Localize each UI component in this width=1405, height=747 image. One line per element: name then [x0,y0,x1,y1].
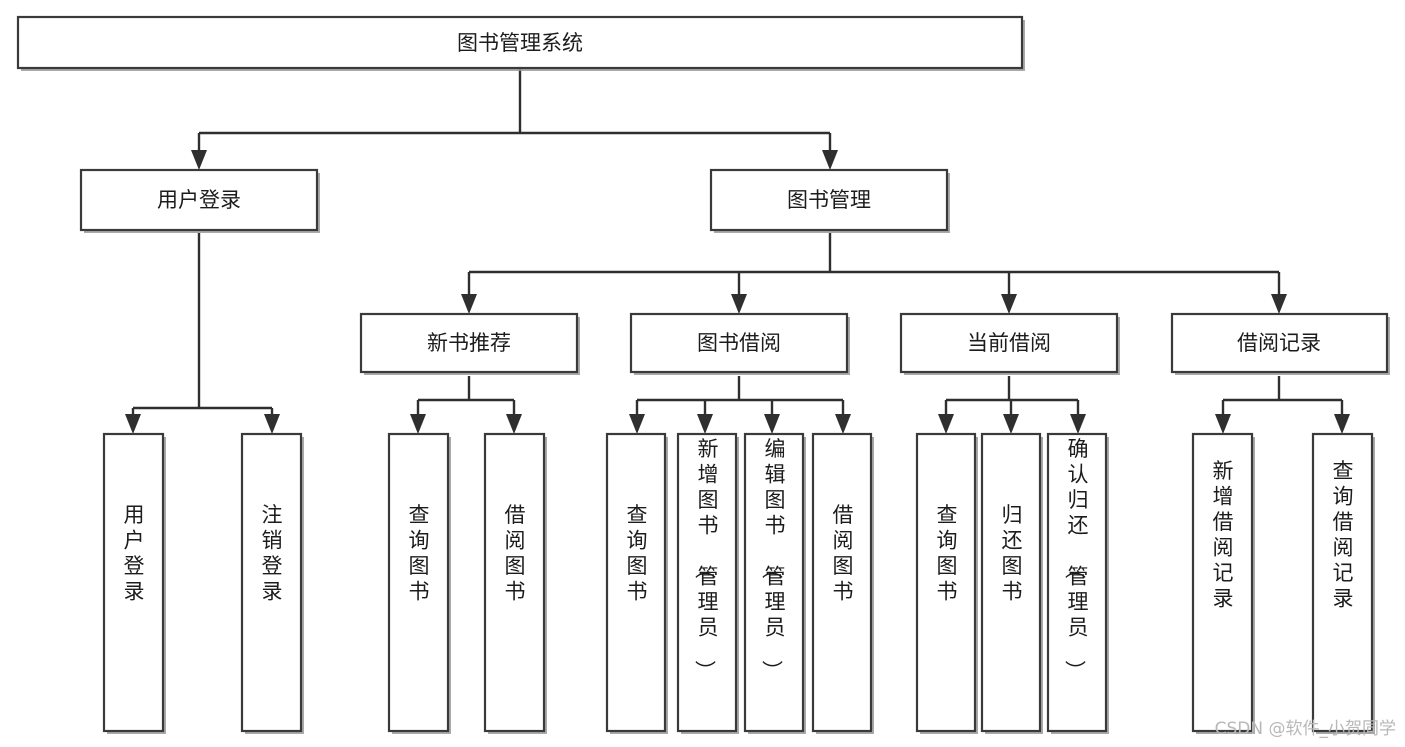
current-borrow-box[interactable] [899,312,1119,374]
node-leaf-logout-login[interactable]: 注销登录 [240,432,304,734]
node-leaf-query-book-2[interactable]: 查询图书 [605,432,668,734]
leaf-return-book-label: 归还图书 [1002,503,1023,604]
node-root[interactable]: 图书管理系统 [16,15,1025,71]
arrowhead-book-management [822,150,838,170]
leaf-add-record-label: 新增借阅记录 [1213,459,1234,611]
node-user-login[interactable]: 用户登录 [79,168,320,233]
leaf-borrow-book-1-box[interactable] [483,432,546,733]
root-label: 图书管理系统 [457,31,583,55]
csdn-watermark: CSDN @软件_小贺同学 [1215,719,1396,739]
node-leaf-query-book-1[interactable]: 查询图书 [387,432,451,734]
node-borrow-record[interactable]: 借阅记录 [1170,312,1390,375]
leaf-logout-login-label: 注销登录 [262,503,283,604]
user-login-label: 用户登录 [157,188,241,212]
arrowhead-new-book-recommend [461,294,477,314]
node-leaf-query-record[interactable]: 查询借阅记录 [1311,432,1375,734]
arrowhead-leaf-edit-book [764,414,780,434]
leaf-query-book-2-box[interactable] [605,432,667,733]
leaf-query-record-label: 查询借阅记录 [1333,459,1354,611]
node-new-book-recommend[interactable]: 新书推荐 [359,312,580,375]
arrowhead-leaf-borrow-book-1 [506,414,522,434]
arrowhead-leaf-query-record [1334,414,1350,434]
leaf-query-book-3-box[interactable] [915,432,977,733]
leaf-query-book-1-box[interactable] [387,432,450,733]
arrowhead-leaf-query-book-3 [938,414,954,434]
borrow-record-label: 借阅记录 [1237,331,1321,355]
leaf-confirm-return-box[interactable] [1046,432,1108,733]
book-borrow-box[interactable] [629,312,849,374]
node-leaf-user-login[interactable]: 用户登录 [102,432,166,734]
arrowhead-leaf-confirm-return [1070,414,1086,434]
arrowhead-leaf-logout-login [264,414,280,434]
node-leaf-add-record[interactable]: 新增借阅记录 [1191,432,1255,734]
leaf-user-login-label: 用户登录 [124,503,145,604]
arrowhead-user-login [191,150,207,170]
leaf-edit-book-box[interactable] [743,432,805,733]
arrowhead-leaf-query-book-1 [410,414,426,434]
book-borrow-label: 图书借阅 [697,331,781,355]
node-book-management[interactable]: 图书管理 [709,168,950,233]
leaf-add-record-box[interactable] [1191,432,1254,733]
borrow-record-box[interactable] [1170,312,1389,374]
book-management-label: 图书管理 [787,188,871,212]
arrowhead-leaf-query-book-2 [629,414,645,434]
node-leaf-query-book-3[interactable]: 查询图书 [915,432,978,734]
leaf-query-book-1-label: 查询图书 [409,503,430,604]
node-leaf-borrow-book-2[interactable]: 借阅图书 [811,432,874,734]
leaf-query-book-3-label: 查询图书 [937,503,958,604]
new-book-recommend-box[interactable] [359,312,579,374]
node-leaf-add-book[interactable]: 新增图书（管理员） [676,432,739,734]
current-borrow-label: 当前借阅 [967,331,1051,355]
leaf-borrow-book-2-box[interactable] [811,432,873,733]
leaf-logout-login-box[interactable] [240,432,303,733]
arrowhead-leaf-return-book [1003,414,1019,434]
node-current-borrow[interactable]: 当前借阅 [899,312,1120,375]
node-leaf-return-book[interactable]: 归还图书 [980,432,1043,734]
node-book-borrow[interactable]: 图书借阅 [629,312,850,375]
new-book-recommend-label: 新书推荐 [427,331,511,355]
arrowhead-borrow-record [1271,294,1287,314]
arrowhead-leaf-add-record [1215,414,1231,434]
arrowhead-current-borrow [1001,294,1017,314]
arrowhead-leaf-user-login [125,414,141,434]
leaf-borrow-book-2-label: 借阅图书 [833,503,854,604]
arrowhead-leaf-borrow-book-2 [835,414,851,434]
root-box[interactable] [16,15,1024,70]
arrowhead-leaf-add-book [697,414,713,434]
book-management-box[interactable] [709,168,949,232]
leaf-borrow-book-1-label: 借阅图书 [505,503,526,604]
leaf-confirm-return-label: 确认归还（管理员） [1063,437,1089,681]
node-leaf-borrow-book-1[interactable]: 借阅图书 [483,432,547,734]
user-login-box[interactable] [79,168,319,232]
leaf-add-book-box[interactable] [676,432,738,733]
leaf-query-book-2-label: 查询图书 [627,503,648,604]
leaf-user-login-box[interactable] [102,432,165,733]
connector-layer [125,69,1350,434]
leaf-edit-book-label: 编辑图书（管理员） [760,437,786,681]
node-leaf-confirm-return[interactable]: 确认归还（管理员） [1046,432,1109,734]
node-leaf-edit-book[interactable]: 编辑图书（管理员） [743,432,806,734]
leaf-return-book-box[interactable] [980,432,1042,733]
leaf-add-book-label: 新增图书（管理员） [693,437,719,681]
arrowhead-book-borrow [731,294,747,314]
leaf-query-record-box[interactable] [1311,432,1374,733]
